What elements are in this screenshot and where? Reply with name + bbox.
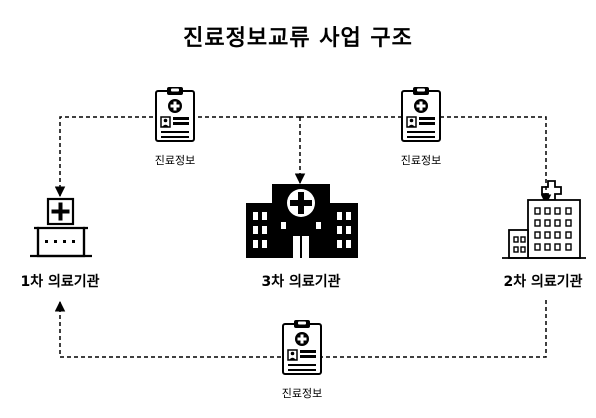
connector-lines <box>54 116 552 358</box>
document-label-bottom: 진료정보 <box>281 387 323 400</box>
node-label-secondary: 2차 의료기관 <box>503 274 583 290</box>
clipboard-icon <box>282 319 322 375</box>
document-label-top-right: 진료정보 <box>400 154 442 167</box>
node-label-primary: 1차 의료기관 <box>20 274 100 290</box>
clipboard-icon <box>155 86 195 142</box>
hospital-icon <box>246 184 358 258</box>
building-icon <box>502 180 586 259</box>
node-label-tertiary: 3차 의료기관 <box>261 274 341 290</box>
connector-primary-to-tertiary <box>54 116 300 198</box>
document-label-top-left: 진료정보 <box>154 154 196 167</box>
connector-tertiary-to-secondary <box>300 116 552 206</box>
clipboard-icon <box>401 86 441 142</box>
page-title: 진료정보교류 사업 구조 <box>183 26 413 51</box>
connector-bottom-loop <box>54 300 547 358</box>
clinic-icon <box>30 197 92 258</box>
